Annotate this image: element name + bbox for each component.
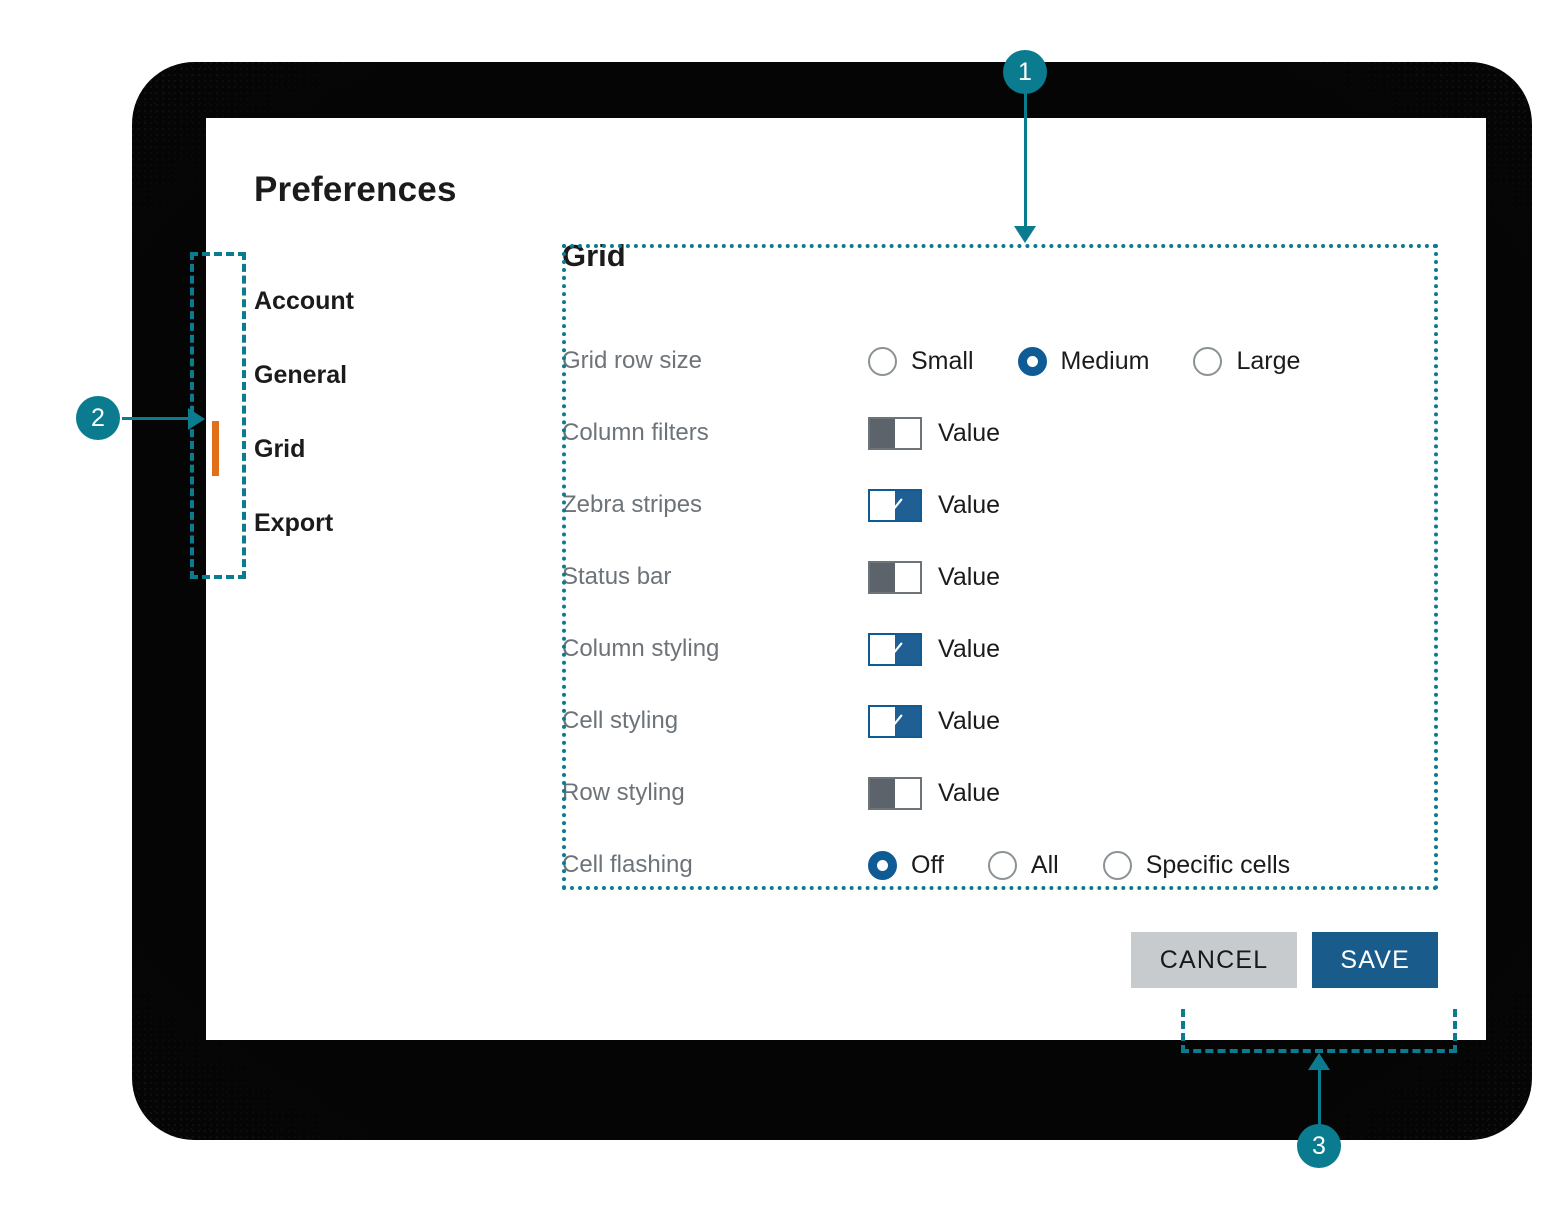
grid-settings-panel: Grid Grid row size Small Medium Large: [562, 240, 1440, 901]
page-title: Preferences: [254, 170, 457, 209]
radio-option-small[interactable]: Small: [868, 346, 974, 376]
field-zebra-stripes: Zebra stripes Value: [562, 469, 1440, 541]
field-label: Row styling: [562, 779, 685, 806]
save-button[interactable]: SAVE: [1312, 932, 1438, 988]
toggle-status-bar[interactable]: [868, 560, 922, 594]
radio-group-grid-row-size: Small Medium Large: [868, 346, 1301, 376]
radio-circle-selected-icon: [868, 850, 897, 880]
sidebar-item-label: Account: [254, 286, 354, 315]
toggle-knob: [895, 706, 920, 736]
radio-label: Specific cells: [1145, 850, 1291, 879]
field-label: Column filters: [562, 419, 709, 446]
toggle-knob: [870, 778, 895, 808]
toggle-value-label: Value: [938, 490, 1001, 519]
toggle-column-filters[interactable]: [868, 416, 922, 450]
field-label: Column styling: [562, 635, 720, 662]
toggle-knob: [895, 490, 920, 520]
radio-label: Large: [1236, 346, 1301, 375]
dialog-footer: CANCEL SAVE: [1130, 932, 1438, 988]
radio-label: All: [1030, 850, 1059, 879]
field-label: Grid row size: [562, 347, 703, 374]
toggle-knob: [895, 634, 920, 664]
sidebar-item-label: General: [254, 360, 348, 389]
toggle-row-styling[interactable]: [868, 776, 922, 810]
field-label: Cell styling: [562, 707, 679, 734]
toggle-knob: [870, 562, 895, 592]
radio-group-cell-flashing: Off All Specific cells: [868, 850, 1291, 880]
toggle-value-label: Value: [938, 418, 1001, 447]
toggle-value-label: Value: [938, 634, 1001, 663]
checkmark-icon: [887, 642, 903, 655]
radio-label: Off: [911, 850, 944, 879]
preferences-sidebar: Account General Grid Export: [212, 264, 514, 560]
cancel-button[interactable]: CANCEL: [1130, 932, 1298, 988]
annotation-badge-1: 1: [1003, 50, 1047, 94]
sidebar-item-label: Grid: [254, 434, 306, 463]
radio-option-medium[interactable]: Medium: [1017, 346, 1150, 376]
toggle-cell-styling[interactable]: [868, 704, 922, 738]
toggle-value-label: Value: [938, 562, 1001, 591]
annotation-badge-2: 2: [76, 396, 120, 440]
radio-option-off[interactable]: Off: [868, 850, 944, 880]
radio-circle-icon: [1193, 346, 1223, 376]
radio-circle-icon: [987, 850, 1017, 880]
radio-option-specific-cells[interactable]: Specific cells: [1102, 850, 1291, 880]
radio-option-all[interactable]: All: [987, 850, 1059, 880]
radio-circle-icon: [868, 346, 897, 376]
field-label: Zebra stripes: [562, 491, 703, 518]
sidebar-item-general[interactable]: General: [254, 338, 514, 412]
field-label: Cell flashing: [562, 851, 693, 878]
radio-label: Medium: [1060, 346, 1150, 375]
toggle-zebra-stripes[interactable]: [868, 488, 922, 522]
radio-circle-selected-icon: [1017, 346, 1047, 376]
checkmark-icon: [887, 498, 903, 511]
sidebar-item-export[interactable]: Export: [254, 486, 514, 560]
sidebar-item-grid[interactable]: Grid: [212, 412, 514, 486]
field-status-bar: Status bar Value: [562, 541, 1440, 613]
radio-option-large[interactable]: Large: [1193, 346, 1301, 376]
annotation-badge-3: 3: [1297, 1124, 1341, 1168]
preferences-dialog: Preferences Account General Grid Export …: [206, 118, 1486, 1040]
radio-label: Small: [911, 346, 974, 375]
field-grid-row-size: Grid row size Small Medium Large: [562, 325, 1440, 397]
field-cell-flashing: Cell flashing Off All Specific cells: [562, 829, 1440, 901]
field-column-filters: Column filters Value: [562, 397, 1440, 469]
toggle-value-label: Value: [938, 706, 1001, 735]
toggle-column-styling[interactable]: [868, 632, 922, 666]
toggle-knob: [870, 418, 895, 448]
checkmark-icon: [887, 714, 903, 727]
field-cell-styling: Cell styling Value: [562, 685, 1440, 757]
sidebar-item-account[interactable]: Account: [254, 264, 514, 338]
field-column-styling: Column styling Value: [562, 613, 1440, 685]
field-row-styling: Row styling Value: [562, 757, 1440, 829]
radio-circle-icon: [1102, 850, 1132, 880]
field-label: Status bar: [562, 563, 672, 590]
panel-heading: Grid: [562, 238, 626, 273]
sidebar-item-label: Export: [254, 508, 334, 537]
toggle-value-label: Value: [938, 778, 1001, 807]
